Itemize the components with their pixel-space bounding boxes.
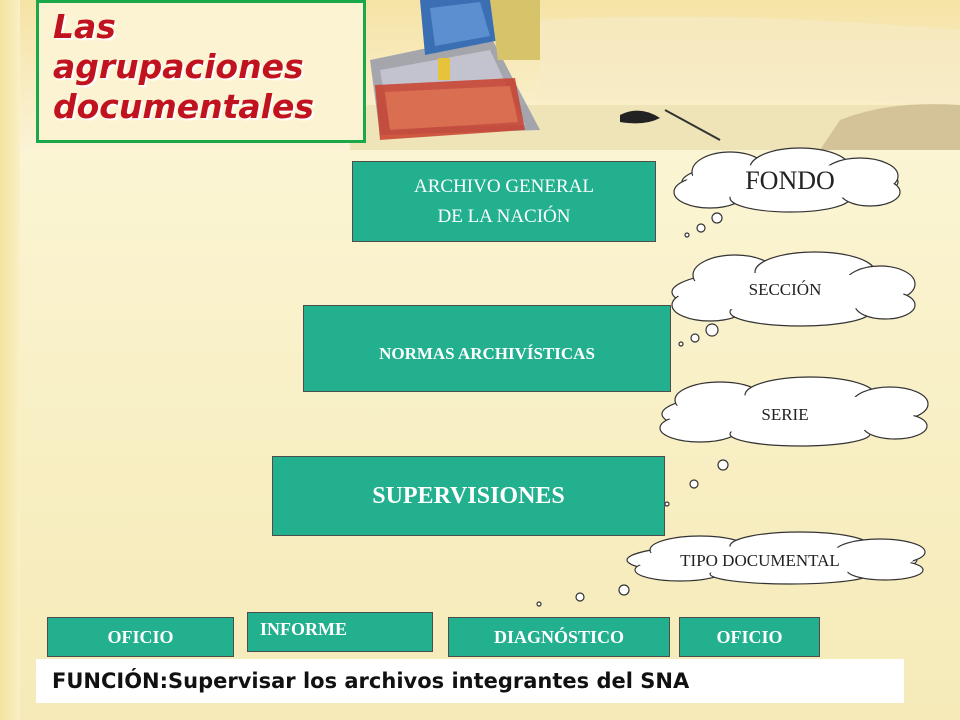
cloud-fondo (673, 147, 901, 213)
cloud-label-fondo: FONDO (745, 166, 835, 195)
cloud-label-seccion: SECCIÓN (748, 280, 822, 299)
doc-diagnostico: DIAGNÓSTICO (448, 617, 670, 657)
cloud-seccion (671, 251, 916, 327)
box-archivo-general: ARCHIVO GENERAL DE LA NACIÓN (352, 161, 656, 242)
box-supervisiones: SUPERVISIONES (272, 456, 665, 536)
books-illustration (350, 0, 960, 150)
archivo-line-2: DE LA NACIÓN (437, 205, 571, 227)
thought-dots (536, 212, 729, 607)
cloud-label-tipo-documental: TIPO DOCUMENTAL (680, 551, 840, 570)
slide-title: Las agrupaciones documentales (53, 7, 314, 126)
title-box: Las agrupaciones documentales (36, 0, 366, 143)
left-margin-strip (0, 0, 20, 720)
cloud-serie (659, 376, 929, 447)
doc-oficio-2: OFICIO (679, 617, 820, 657)
cloud-tipo-documental (626, 531, 926, 585)
doc-informe: INFORME (247, 612, 433, 652)
cloud-label-serie: SERIE (761, 405, 809, 424)
doc-oficio-1: OFICIO (47, 617, 234, 657)
footer-funcion: FUNCIÓN:Supervisar los archivos integran… (36, 659, 904, 703)
archivo-line-1: ARCHIVO GENERAL (414, 175, 594, 197)
box-normas-archivisticas: NORMAS ARCHIVÍSTICAS (303, 305, 671, 392)
